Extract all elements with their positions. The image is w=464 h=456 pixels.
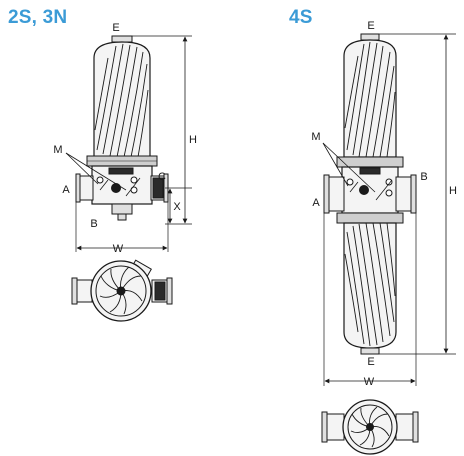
left-label-c: C [158,171,166,183]
title-right: 4S [289,7,313,28]
right-label-a: A [312,197,320,209]
right-label-m: M [311,131,320,143]
left-label-m: M [53,144,62,156]
right-upper-housing [343,39,397,158]
right-lower-housing [343,222,397,349]
title-left: 2S, 3N [8,7,68,28]
right-top-cap [360,33,380,41]
right-label-w: W [364,376,375,388]
right-outlet-pipe [395,176,413,212]
right-label-h: H [449,185,457,197]
right-filter-diagram [322,33,456,386]
right-label-b: B [420,171,427,183]
right-top-view [321,399,419,455]
left-filter-diagram [65,35,192,252]
left-label-h: H [189,134,197,146]
left-label-w: W [113,243,124,255]
left-top-cap [111,35,133,43]
right-bottom-cap [360,347,380,355]
right-label-e-top: E [367,20,374,32]
right-control-head [359,167,381,175]
right-valve-dot [359,185,369,195]
left-label-e: E [112,22,119,34]
left-label-x: X [173,201,181,213]
right-upper-spiral-ribs [344,41,396,158]
left-label-a: A [62,184,70,196]
right-lower-spiral-ribs [344,222,396,347]
left-spiral-ribs [94,43,149,158]
left-top-view [71,259,173,322]
right-inlet-pipe [327,176,345,212]
left-drain [111,203,133,215]
left-control-head [108,167,134,175]
right-label-e-bottom: E [367,356,374,368]
left-inlet-pipe [78,175,94,201]
right-lower-clamp [336,212,404,224]
left-valve-dot [111,183,121,193]
left-label-b: B [90,218,97,230]
